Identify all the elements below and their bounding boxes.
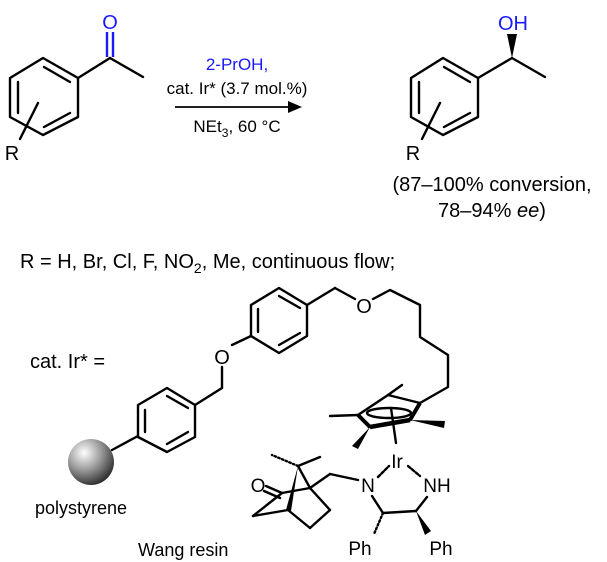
iridium-center: Ir — [391, 452, 403, 473]
ketone-oxygen: O — [251, 476, 266, 497]
phenyl-1: Ph — [348, 539, 371, 560]
catalyst-label: cat. Ir* = — [30, 351, 105, 373]
substituent-scope: R = H, Br, Cl, F, NO2, Me, continuous fl… — [20, 251, 395, 276]
polystyrene-label: polystyrene — [35, 498, 127, 518]
amine-nh: NH — [423, 476, 450, 497]
ether-oxygen-1: O — [214, 347, 230, 369]
wang-resin-label: Wang resin — [138, 540, 228, 560]
amine-nitrogen: N — [361, 476, 375, 497]
catalyst-loading-label: cat. Ir* (3.7 mol.%) — [167, 79, 308, 98]
product-alcohol: OH R (87–100% conversion, 78–94% ee) — [392, 13, 591, 222]
phenyl-2: Ph — [429, 539, 452, 560]
reaction-arrow: 2-PrOH, cat. Ir* (3.7 mol.%) NEt3, 60 °C — [167, 55, 308, 140]
reactant-r-group: R — [5, 143, 19, 165]
conversion-text: (87–100% conversion, — [392, 174, 591, 196]
ether-oxygen-2: O — [356, 296, 372, 318]
reagent-label: 2-PrOH, — [206, 55, 268, 74]
carbonyl-oxygen: O — [102, 12, 118, 34]
ee-text: 78–94% ee) — [438, 200, 546, 222]
reactant-acetophenone: O R — [5, 12, 145, 165]
base-temp-label: NEt3, 60 °C — [193, 117, 280, 140]
product-r-group: R — [406, 143, 420, 165]
polystyrene-bead-icon — [68, 439, 114, 485]
catalyst-structure: cat. Ir* = polystyrene Wang resin O O Ir — [30, 286, 453, 560]
hydroxyl-group: OH — [498, 13, 528, 35]
stereo-wedge — [507, 34, 517, 58]
arrow-head-icon — [288, 101, 302, 113]
